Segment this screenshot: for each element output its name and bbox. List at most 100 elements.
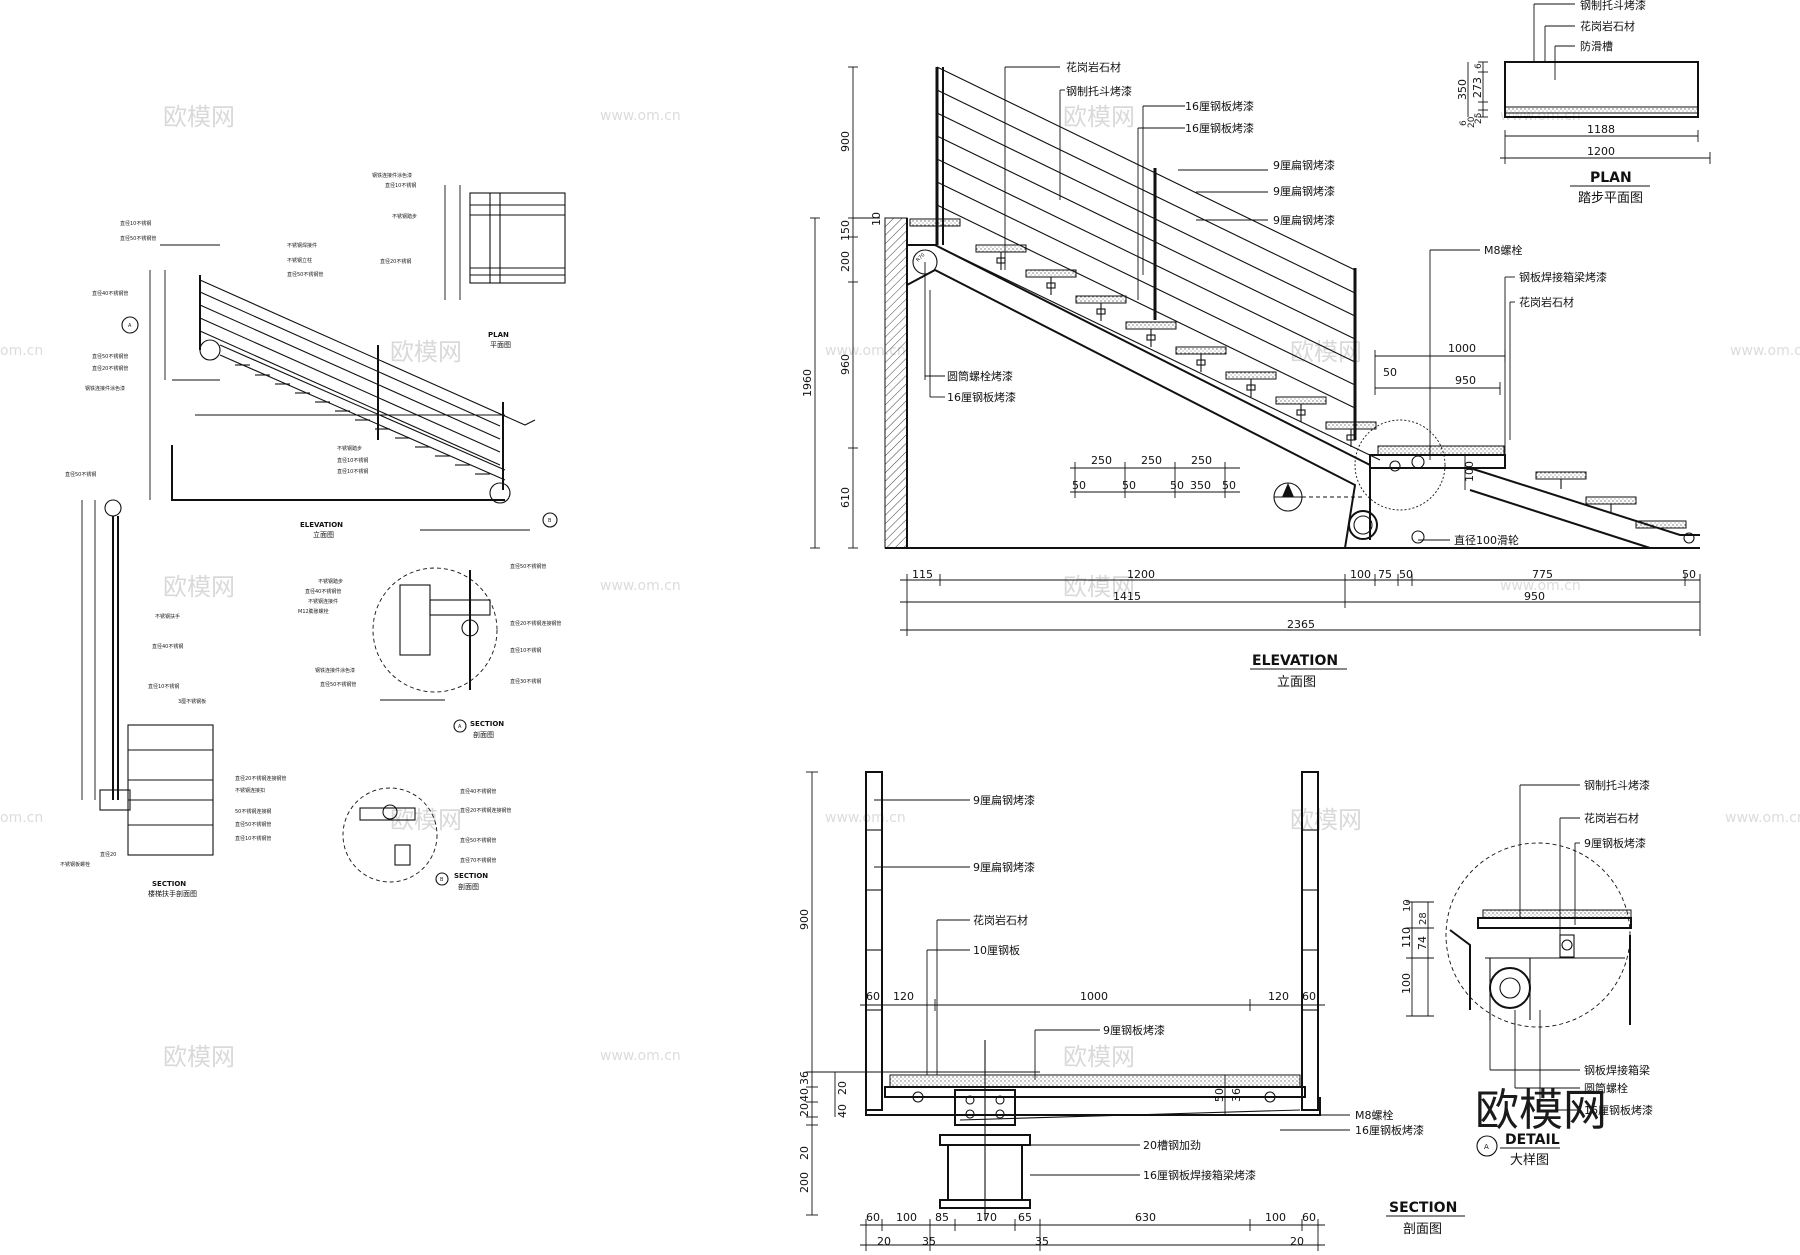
section-marker-a: A <box>1273 482 1362 512</box>
svg-text:36: 36 <box>798 1071 811 1085</box>
svg-text:85: 85 <box>935 1211 949 1224</box>
svg-text:3厘不锈钢板: 3厘不锈钢板 <box>178 698 206 705</box>
svg-text:楼梯扶手剖面图: 楼梯扶手剖面图 <box>148 889 197 898</box>
detail-callout-circle <box>1354 419 1446 511</box>
svg-text:50: 50 <box>1072 479 1086 492</box>
svg-text:直径50不锈钢管: 直径50不锈钢管 <box>120 235 156 242</box>
svg-text:不锈钢踏步: 不锈钢踏步 <box>392 213 417 220</box>
svg-text:35: 35 <box>922 1235 936 1248</box>
detail-subtitle: 大样图 <box>1510 1153 1549 1168</box>
watermark-url: www.om.cn <box>600 108 681 124</box>
svg-text:不锈钢连接件: 不锈钢连接件 <box>308 598 338 605</box>
svg-text:16厘钢板烤漆: 16厘钢板烤漆 <box>1355 1123 1424 1137</box>
svg-text:20: 20 <box>836 1081 849 1095</box>
svg-text:钢铁连接件涂色漆: 钢铁连接件涂色漆 <box>85 385 125 392</box>
watermark-url: www.om.cn <box>600 1048 681 1064</box>
svg-text:9厘扁钢烤漆: 9厘扁钢烤漆 <box>973 860 1035 874</box>
wall-hatch <box>884 217 908 549</box>
small-elevation: A B 直径10不锈钢 直径50不锈钢管 不锈钢焊接件 不锈钢立柱 直径50不锈… <box>85 220 558 539</box>
svg-text:10厘钢板: 10厘钢板 <box>973 943 1020 957</box>
svg-text:1200: 1200 <box>1127 568 1155 581</box>
svg-text:A: A <box>128 323 132 329</box>
watermark-url: om.cn <box>0 343 43 359</box>
svg-text:40: 40 <box>836 1104 849 1118</box>
svg-text:直径50不锈钢管: 直径50不锈钢管 <box>92 353 128 360</box>
svg-text:剖面图: 剖面图 <box>473 730 494 739</box>
watermark-brand: 欧模网 <box>1063 1043 1135 1071</box>
plan-title: PLAN <box>1590 170 1632 186</box>
svg-text:直径20不锈钢连接钢管: 直径20不锈钢连接钢管 <box>235 775 286 782</box>
svg-text:1200: 1200 <box>1587 145 1615 158</box>
svg-text:16厘钢板烤漆: 16厘钢板烤漆 <box>1185 99 1254 113</box>
small-section-a: 不锈钢踏步 直径40不锈钢管 不锈钢连接件 M12膨胀螺栓 钢铁连接件涂色漆 直… <box>298 563 561 739</box>
svg-text:20: 20 <box>1467 116 1477 128</box>
svg-text:钢铁连接件涂色漆: 钢铁连接件涂色漆 <box>372 172 412 179</box>
svg-text:110: 110 <box>1400 927 1413 948</box>
svg-text:100: 100 <box>1350 568 1371 581</box>
elevation-horizontal-dims <box>900 574 1701 636</box>
svg-text:120: 120 <box>893 990 914 1003</box>
watermark-brand: 欧模网 <box>163 573 235 601</box>
svg-text:1188: 1188 <box>1587 123 1615 136</box>
svg-text:钢制托斗烤漆: 钢制托斗烤漆 <box>1584 778 1650 792</box>
watermark-brand: 欧模网 <box>163 103 235 131</box>
svg-text:40: 40 <box>798 1088 811 1102</box>
svg-text:PLAN: PLAN <box>488 331 509 339</box>
svg-text:直径50不锈钢管: 直径50不锈钢管 <box>235 821 271 828</box>
svg-text:60: 60 <box>1302 1211 1316 1224</box>
svg-text:直径100滑轮: 直径100滑轮 <box>1454 533 1519 547</box>
svg-text:50: 50 <box>1383 366 1397 379</box>
stringer-lower <box>906 268 1357 549</box>
svg-text:1000: 1000 <box>1080 990 1108 1003</box>
watermark-brand: 欧模网 <box>1063 103 1135 131</box>
svg-text:B: B <box>440 877 444 883</box>
svg-text:SECTION: SECTION <box>454 872 488 880</box>
svg-text:115: 115 <box>912 568 933 581</box>
svg-text:20: 20 <box>798 1146 811 1160</box>
svg-text:35: 35 <box>1035 1235 1049 1248</box>
svg-text:直径40不锈钢管: 直径40不锈钢管 <box>305 588 341 595</box>
svg-text:273: 273 <box>1471 77 1484 98</box>
svg-text:6: 6 <box>1474 63 1484 69</box>
svg-text:1960: 1960 <box>801 369 814 397</box>
svg-text:直径40不锈钢管: 直径40不锈钢管 <box>92 290 128 297</box>
svg-text:20: 20 <box>798 1103 811 1117</box>
svg-text:防滑槽: 防滑槽 <box>1580 39 1613 53</box>
svg-text:不锈钢踏步: 不锈钢踏步 <box>337 445 362 452</box>
svg-text:9厘扁钢烤漆: 9厘扁钢烤漆 <box>973 793 1035 807</box>
svg-text:不锈钢焊接件: 不锈钢焊接件 <box>287 242 317 249</box>
svg-text:36: 36 <box>1230 1088 1243 1102</box>
svg-text:200: 200 <box>798 1172 811 1193</box>
svg-text:SECTION: SECTION <box>152 880 186 888</box>
svg-text:16厘钢板焊接箱梁烤漆: 16厘钢板焊接箱梁烤漆 <box>1143 1168 1256 1182</box>
svg-text:平面图: 平面图 <box>490 341 511 349</box>
svg-text:50: 50 <box>1682 568 1696 581</box>
elevation-subtitle: 立面图 <box>1277 675 1316 690</box>
svg-text:9厘钢板烤漆: 9厘钢板烤漆 <box>1103 1023 1165 1037</box>
watermark-brand: 欧模网 <box>1290 806 1362 834</box>
watermark-url: www.om.cn <box>1725 810 1800 826</box>
svg-text:钢板焊接箱梁: 钢板焊接箱梁 <box>1584 1063 1650 1077</box>
svg-text:M8螺栓: M8螺栓 <box>1355 1108 1394 1122</box>
svg-text:150: 150 <box>839 220 852 241</box>
svg-text:花岗岩石材: 花岗岩石材 <box>1580 19 1635 33</box>
svg-text:直径10不锈钢: 直径10不锈钢 <box>385 182 416 189</box>
svg-text:直径20不锈钢连接钢管: 直径20不锈钢连接钢管 <box>460 807 511 814</box>
svg-text:花岗岩石材: 花岗岩石材 <box>973 913 1028 927</box>
section-title: SECTION <box>1389 1200 1457 1216</box>
stringer-upper <box>907 244 1371 540</box>
svg-text:170: 170 <box>976 1211 997 1224</box>
plan-subtitle: 踏步平面图 <box>1578 191 1643 206</box>
svg-text:9厘扁钢烤漆: 9厘扁钢烤漆 <box>1273 158 1335 172</box>
svg-text:M8螺栓: M8螺栓 <box>1484 243 1523 257</box>
svg-text:120: 120 <box>1268 990 1289 1003</box>
svg-text:直径40不锈钢管: 直径40不锈钢管 <box>460 788 496 795</box>
svg-text:50: 50 <box>1213 1088 1226 1102</box>
svg-text:钢制托斗烤漆: 钢制托斗烤漆 <box>1580 0 1646 12</box>
svg-text:直径50不锈钢管: 直径50不锈钢管 <box>320 681 356 688</box>
elevation-vertical-dims <box>810 66 880 549</box>
svg-text:16厘钢板烤漆: 16厘钢板烤漆 <box>947 390 1016 404</box>
svg-text:直径70不锈钢管: 直径70不锈钢管 <box>460 857 496 864</box>
watermark-url: www.om.cn <box>1730 343 1800 359</box>
